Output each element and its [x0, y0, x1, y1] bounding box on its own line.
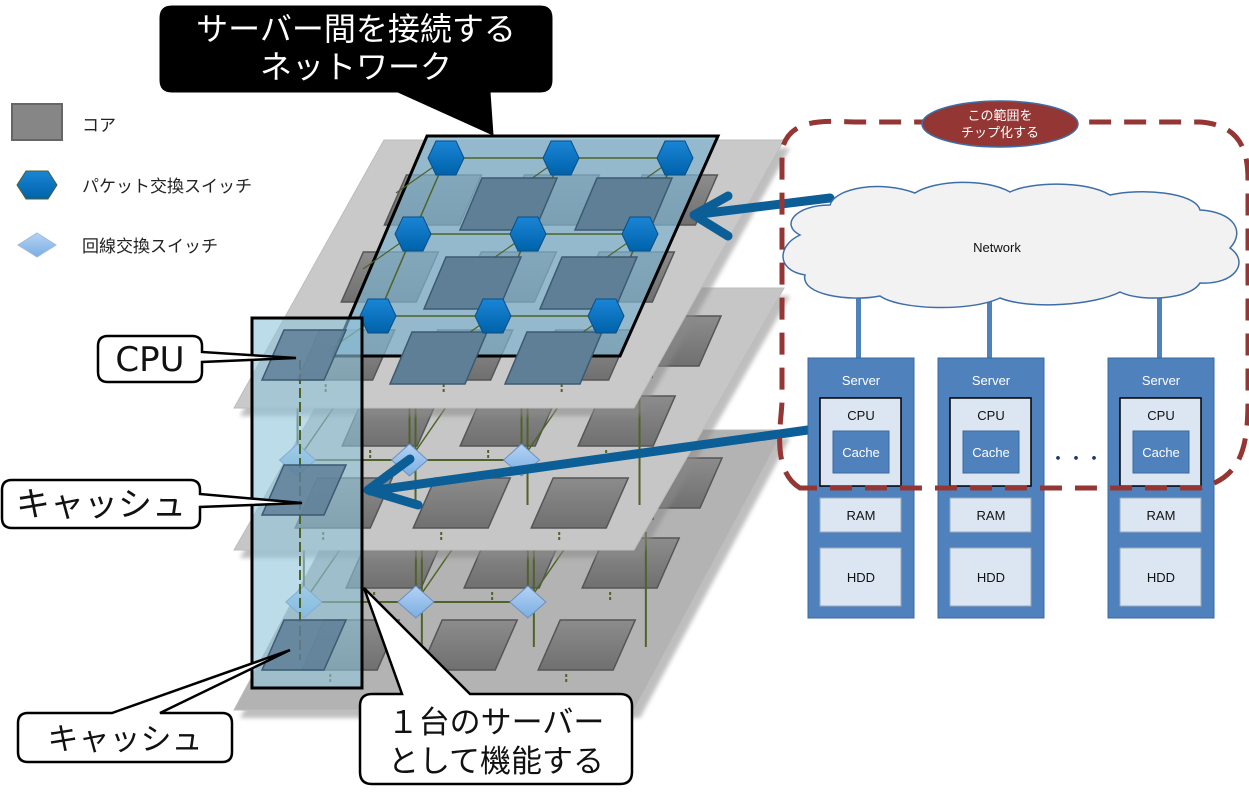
server-cache-label: Cache: [1142, 445, 1180, 460]
packet-switch-hexagon-icon: [359, 298, 397, 334]
packet-switch-hexagon-icon: [621, 216, 659, 252]
server-hdd-box: [819, 547, 902, 607]
callout-cpu-label: CPU: [115, 340, 184, 380]
legend-item-core: コア: [11, 103, 116, 141]
packet-switch-hexagon-icon: [394, 216, 432, 252]
legend: コア パケット交換スイッチ 回線交換スイッチ: [11, 103, 252, 258]
server-ram-box: [949, 497, 1032, 533]
core-icon: [260, 619, 348, 671]
server-title: Server: [1142, 373, 1181, 388]
server-hdd-box: [1119, 547, 1202, 607]
server-hdd-label: HDD: [977, 570, 1005, 585]
server-hdd-box: [949, 547, 1032, 607]
server-hdd-label: HDD: [1147, 570, 1175, 585]
callout-network-title: サーバー間を接続する ネットワーク: [159, 5, 553, 136]
callout-cache-lower-label: キャッシュ: [48, 722, 203, 758]
packet-switch-hexagon-icon: [16, 170, 58, 200]
packet-switch-hexagon-icon: [587, 298, 625, 334]
callout-cache-upper-label: キャッシュ: [16, 485, 186, 525]
circuit-switch-diamond-icon: [509, 585, 547, 619]
callout-single-server-line1: １台のサーバー: [388, 705, 605, 741]
network-link: [1157, 282, 1162, 358]
core-square-icon: [11, 103, 63, 141]
server-ram-box: [1119, 497, 1202, 533]
network-link: [987, 300, 992, 358]
network-cloud: Network: [782, 181, 1240, 309]
server-cache-box: [832, 430, 890, 474]
server-title: Server: [972, 373, 1011, 388]
packet-switch-hexagon-icon: [427, 140, 465, 176]
server-cache-label: Cache: [842, 445, 880, 460]
legend-label-packet-switch: パケット交換スイッチ: [82, 177, 252, 197]
core-icon: [260, 329, 348, 381]
core-icon: [537, 619, 637, 671]
server-title: Server: [842, 373, 881, 388]
legend-item-packet-switch: パケット交換スイッチ: [16, 170, 252, 200]
server-cpu-label: CPU: [977, 408, 1004, 423]
server-hdd-label: HDD: [847, 570, 875, 585]
server-cache-label: Cache: [972, 445, 1010, 460]
chip-scope-label-badge: [921, 100, 1079, 148]
packet-switch-hexagon-icon: [474, 298, 512, 334]
legend-item-circuit-switch: 回線交換スイッチ: [17, 232, 218, 258]
ellipsis: ・・・: [1049, 449, 1103, 470]
server-ram-box: [819, 497, 902, 533]
server-cpu-label: CPU: [1147, 408, 1174, 423]
packet-switch-hexagon-icon: [509, 216, 547, 252]
circuit-switch-diamond-icon: [17, 232, 57, 258]
server-ram-label: RAM: [977, 508, 1006, 523]
legend-label-core: コア: [82, 116, 116, 136]
server-cache-box: [1132, 430, 1190, 474]
network-layer-overlay: [327, 134, 721, 385]
callout-network-title-line1: サーバー間を接続する: [196, 10, 516, 48]
core-icon: [530, 477, 630, 529]
callout-single-server-line2: として機能する: [388, 744, 604, 780]
callout-cpu: CPU: [96, 334, 297, 384]
arrow-cache-to-layer: [363, 425, 813, 510]
callout-cache-lower: キャッシュ: [16, 648, 291, 764]
chip-scope-boundary: この範囲を チップ化する: [777, 100, 1249, 491]
circuit-switch-diamond-icon: [397, 585, 435, 619]
core-icon: [503, 331, 604, 385]
column-cores: [260, 329, 348, 671]
server-cache-box: [962, 430, 1020, 474]
chip-scope-label-line2: チップ化する: [961, 126, 1039, 141]
server-ram-label: RAM: [1147, 508, 1176, 523]
server-cpu-label: CPU: [847, 408, 874, 423]
packet-switch-hexagon-icon: [542, 140, 580, 176]
packet-switch-hexagon-icon: [656, 140, 694, 176]
core-icon: [388, 331, 489, 385]
network-link: [856, 282, 861, 358]
legend-label-circuit-switch: 回線交換スイッチ: [82, 237, 218, 257]
callout-single-server: １台のサーバー として機能する: [358, 587, 634, 786]
callout-cache-upper: キャッシュ: [0, 478, 303, 530]
callout-network-title-line2: ネットワーク: [260, 48, 452, 86]
server-ram-label: RAM: [847, 508, 876, 523]
network-label: Network: [973, 240, 1021, 255]
arrow-network-to-layer: [689, 191, 835, 241]
chip-scope-label-line1: この範囲を: [967, 109, 1032, 124]
